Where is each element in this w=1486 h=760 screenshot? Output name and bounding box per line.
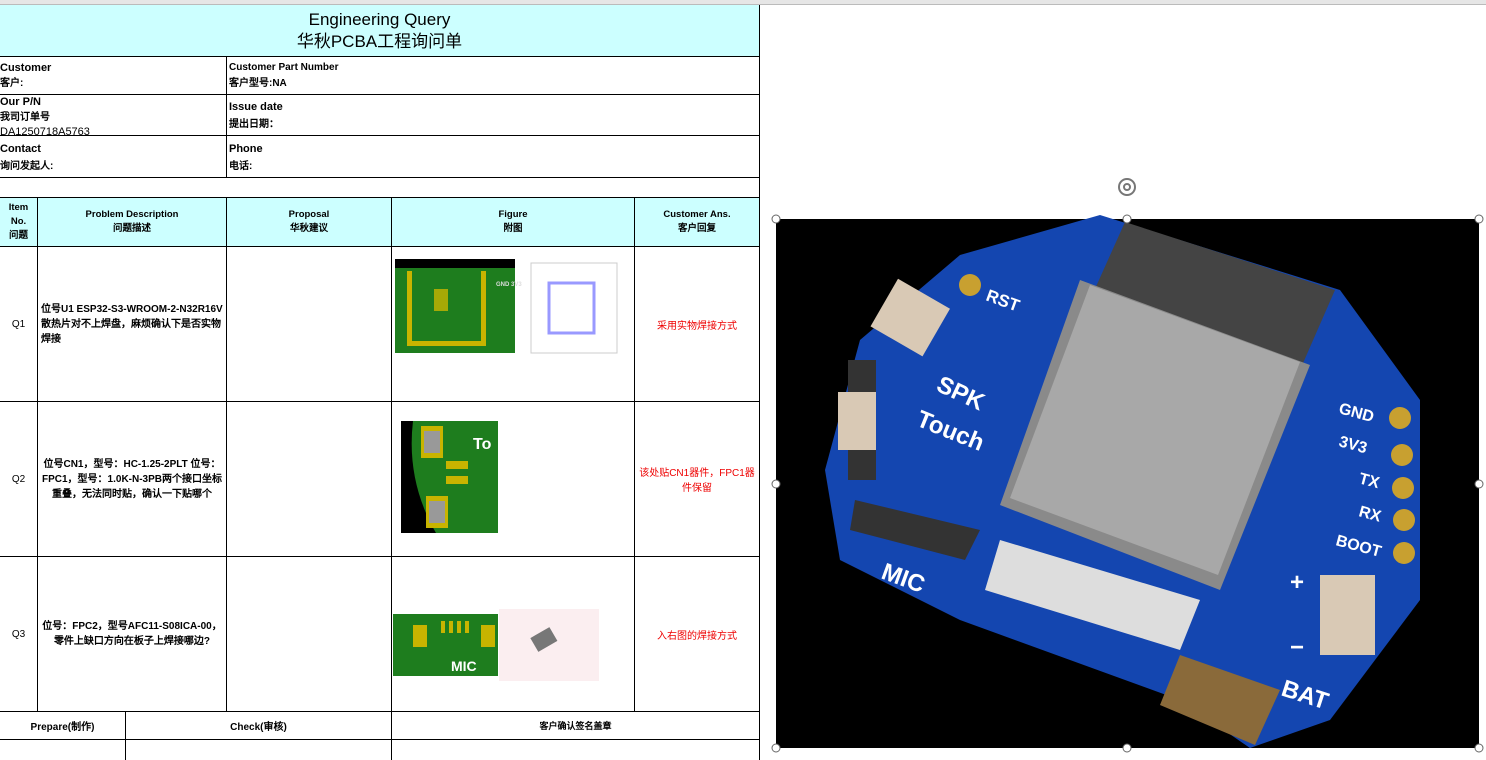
board-label-boot: BOOT [1334,532,1383,560]
board-label-3v3: 3V3 [1337,433,1369,457]
blank-row [0,178,760,198]
customer-cn: 客户: [0,78,24,89]
header-desc: Problem Description 问题描述 [38,198,227,247]
row-q3-figure: MIC [392,557,635,712]
pn-cn: 我司订单号 [0,112,50,123]
footer-check: Check(审核) [126,712,392,740]
row-q2-desc: 位号CN1，型号：HC-1.25-2PLT 位号：FPC1，型号：1.0K-N-… [38,402,227,557]
row-q1-desc: 位号U1 ESP32-S3-WROOM-2-N32R16V 散热片对不上焊盘，麻… [38,247,227,402]
header-cn: 客户回复 [677,223,716,234]
footer-prepare-sign[interactable] [0,740,126,760]
q2-pcb-figure: To [401,421,498,533]
row-q2-item: Q2 [0,402,38,557]
header-en: Figure [498,209,528,220]
board-label-plus: + [1290,569,1304,596]
part-label: Customer Part Number [229,62,339,73]
phone-cell: Phone 电话: [227,136,760,178]
part-cn: 客户型号:NA [229,78,287,89]
title-cell: Engineering Query 华秋PCBA工程询问单 [0,5,760,57]
footer-confirm: 客户确认签名盖章 [392,712,760,740]
q3-pcb-figure: MIC [393,609,599,681]
board-label-tx: TX [1357,470,1381,492]
header-proposal: Proposal 华秋建议 [227,198,392,247]
phone-label: Phone [229,143,263,155]
footer-prepare: Prepare(制作) [0,712,126,740]
column-header-strip [0,0,1486,5]
header-cn: 问题描述 [112,223,151,234]
row-q3-desc: 位号：FPC2，型号AFC11-S08ICA-00，零件上缺口方向在板子上焊接哪… [38,557,227,712]
customer-label: Customer [0,62,52,74]
header-en: Problem Description [85,209,179,220]
board-label-bat: BAT [1278,675,1332,715]
row-q1-figure: GND 3V3 [392,247,635,402]
row-q2-figure: To [392,402,635,557]
phone-cn: 电话: [229,161,253,172]
row-q1-item: Q1 [0,247,38,402]
row-q2-answer[interactable]: 该处贴CN1器件，FPC1器件保留 [635,402,760,557]
desc-text: 位号：FPC2，型号AFC11-S08ICA-00，零件上缺口方向在板子上焊接哪… [42,621,222,647]
board-label-minus: − [1290,634,1304,661]
contact-cell: Contact 询问发起人: [0,136,227,178]
customer-cell: Customer 客户: [0,57,227,95]
row-q1-proposal[interactable] [227,247,392,402]
row-q1-answer[interactable]: 采用实物焊接方式 [635,247,760,402]
pn-label: Our P/N [0,96,41,108]
contact-cn: 询问发起人: [0,161,54,172]
header-answer: Customer Ans. 客户回复 [635,198,760,247]
header-item: Item No. 问题 [0,198,38,247]
board-label-rx: RX [1357,503,1383,525]
issue-cn: 提出日期： [229,119,279,130]
part-cell: Customer Part Number 客户型号:NA [227,57,760,95]
header-cn: 问题 [8,230,28,241]
pn-cell: Our P/N 我司订单号 DA1250718A5763 [0,95,227,136]
title-cn: 华秋PCBA工程询问单 [296,31,463,51]
row-q3-answer[interactable]: 入右图的焊接方式 [635,557,760,712]
row-q3-item: Q3 [0,557,38,712]
pn-value: DA1250718A5763 [0,126,90,136]
header-en: Customer Ans. [663,209,731,220]
rotate-handle-icon [1118,178,1136,196]
title-en: Engineering Query [308,9,451,29]
row-q2-proposal[interactable] [227,402,392,557]
board-label-touch: Touch [913,406,988,457]
board-label-gnd: GND [1337,400,1376,426]
q2-figure-label: To [473,436,492,453]
contact-label: Contact [0,143,41,155]
row-q3-proposal[interactable] [227,557,392,712]
footer-check-sign[interactable] [126,740,392,760]
board-label-spk: SPK [932,371,989,417]
board-label-mic: MIC [878,558,929,598]
issue-cell: Issue date 提出日期： [227,95,760,136]
header-en: Item No. [8,202,29,227]
q1-pcb-figure: GND 3V3 [395,259,618,354]
header-cn: 华秋建议 [289,223,328,234]
selection-handles [771,214,1484,753]
desc-text: 位号U1 ESP32-S3-WROOM-2-N32R16V 散热片对不上焊盘，麻… [41,303,223,345]
header-cn: 附图 [503,223,523,234]
issue-label: Issue date [229,101,283,113]
footer-confirm-sign[interactable] [392,740,760,760]
board-label-rst: RST [984,286,1023,316]
header-figure: Figure 附图 [392,198,635,247]
header-en: Proposal [288,209,330,220]
desc-text: 位号CN1，型号：HC-1.25-2PLT 位号：FPC1，型号：1.0K-N-… [41,458,223,500]
q1-figure-label: GND 3V3 [496,282,522,288]
q3-figure-label: MIC [451,658,477,674]
